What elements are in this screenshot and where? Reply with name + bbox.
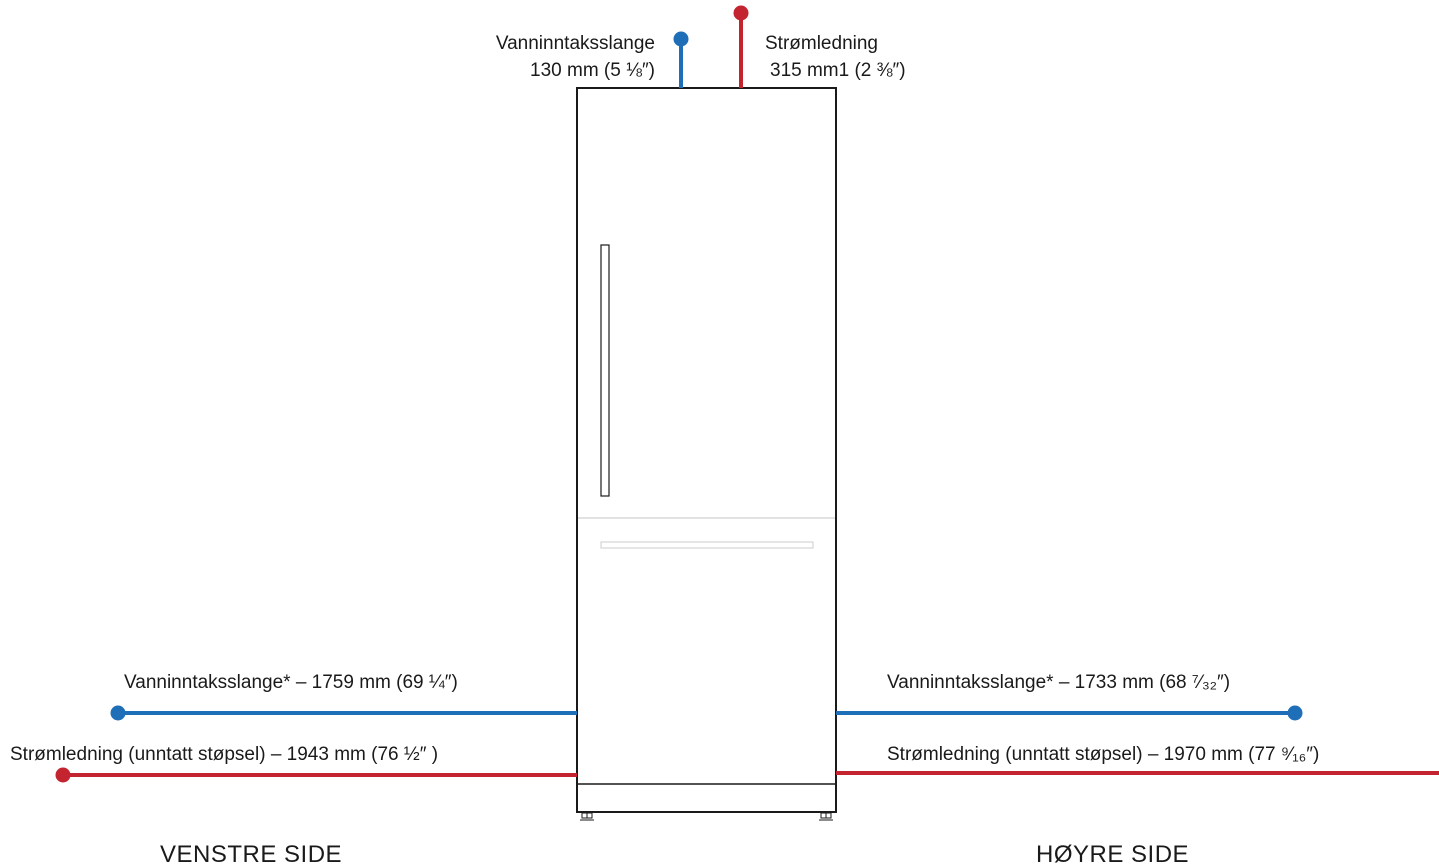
lower-drawer-handle: [600, 541, 814, 549]
right-side-label: HØYRE SIDE: [1036, 841, 1189, 868]
left-power-cord: [55, 767, 577, 783]
left-power-cord-end-dot: [55, 767, 71, 783]
left-water-hose: [110, 705, 577, 721]
left-water-label: Vanninntaksslange* – 1759 mm (69 ¼″): [124, 672, 458, 693]
upper-door-handle: [600, 244, 610, 497]
top-power-cord: [733, 5, 749, 88]
left-water-hose-end-dot: [110, 705, 126, 721]
top-water-label-line1: Vanninntaksslange: [496, 33, 655, 54]
top-power-label-line2: 315 mm1 (2 ⅜″): [770, 60, 906, 81]
right-foot: [819, 812, 833, 821]
left-foot: [580, 812, 594, 821]
left-power-label: Strømledning (unntatt støpsel) – 1943 mm…: [10, 744, 438, 765]
right-water-hose: [836, 705, 1303, 721]
top-power-label-line1: Strømledning: [765, 33, 878, 54]
top-water-hose-end-dot: [673, 31, 689, 47]
top-power-cord-end-dot: [733, 5, 749, 21]
refrigerator: [576, 87, 837, 821]
top-water-hose: [673, 31, 689, 88]
right-power-label: Strømledning (unntatt støpsel) – 1970 mm…: [887, 744, 1319, 765]
right-water-hose-end-dot: [1287, 705, 1303, 721]
right-water-label: Vanninntaksslange* – 1733 mm (68 ⁷⁄₃₂″): [887, 672, 1230, 693]
top-water-label-line2: 130 mm (5 ⅛″): [530, 60, 655, 81]
fridge-body: [576, 87, 837, 813]
left-side-label: VENSTRE SIDE: [160, 841, 342, 868]
